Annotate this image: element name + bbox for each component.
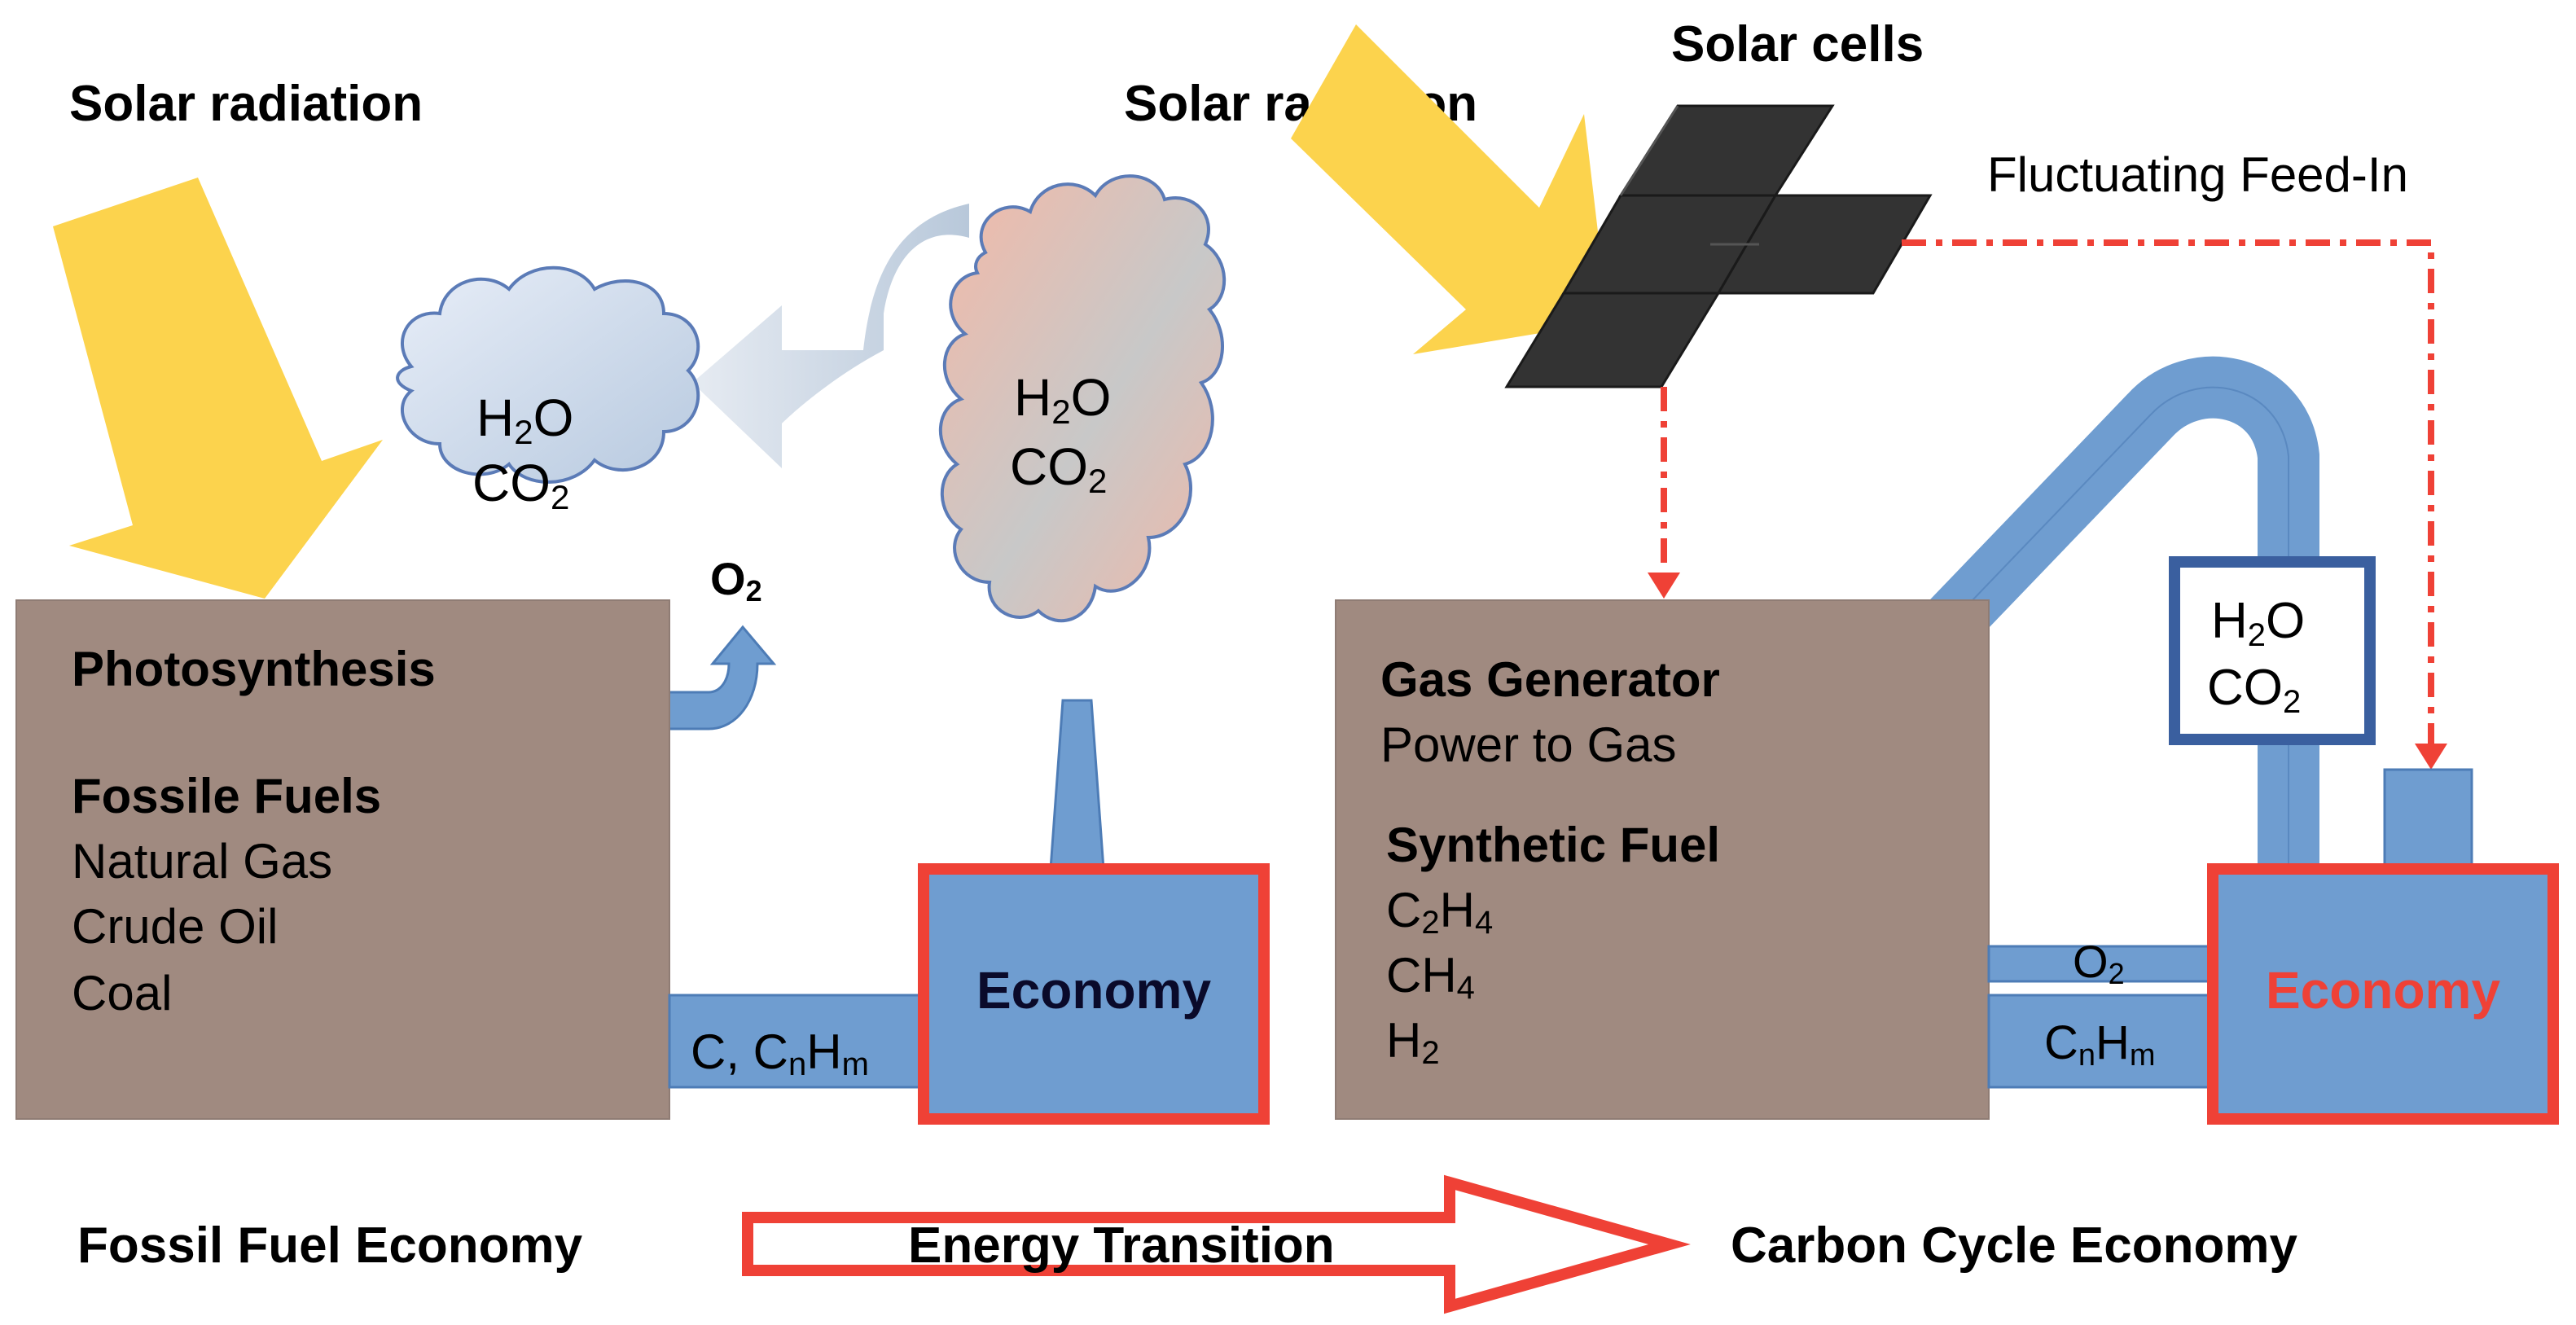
- fossil-item-crude-oil: Crude Oil: [72, 899, 278, 954]
- o2-pipe: [1987, 945, 2212, 983]
- cnhm-pipe: [1987, 994, 2212, 1089]
- right-cnhm-label: CnHm: [2044, 1016, 2156, 1073]
- h2o-co2-tank: [2169, 556, 2376, 745]
- power-to-gas-label: Power to Gas: [1380, 717, 1677, 772]
- fossil-fuel-economy-label: Fossil Fuel Economy: [77, 1218, 583, 1274]
- feed-in-line-right: [1902, 239, 2434, 745]
- fossile-fuels-heading: Fossile Fuels: [72, 769, 381, 823]
- carbon-cycle-economy-label: Carbon Cycle Economy: [1731, 1218, 2297, 1274]
- emission-h2o: H2O: [1014, 368, 1111, 431]
- synthetic-item-h2: H2: [1386, 1013, 1440, 1071]
- gas-generator-heading: Gas Generator: [1380, 652, 1720, 707]
- energy-transition-label: Energy Transition: [908, 1218, 1335, 1274]
- feed-in-arrowhead-right: [2415, 744, 2447, 770]
- o2-release-arrow: [666, 625, 777, 731]
- tank-h2o: H2O: [2211, 593, 2305, 653]
- left-o2-label: O2: [710, 553, 762, 608]
- emission-co2: CO2: [1010, 437, 1107, 500]
- atmosphere-h2o: H2O: [476, 388, 573, 451]
- synthetic-item-ch4: CH4: [1386, 948, 1475, 1006]
- left-solar-radiation-label: Solar radiation: [69, 76, 423, 132]
- solar-cells: [1504, 104, 1933, 388]
- fossil-item-coal: Coal: [72, 966, 172, 1020]
- atmosphere-cloud: H2O CO2: [396, 265, 700, 516]
- feed-in-arrowhead-down: [1648, 573, 1680, 599]
- emission-cloud: H2O CO2: [938, 174, 1227, 623]
- fossil-item-natural-gas: Natural Gas: [72, 834, 332, 888]
- feed-in-stub: [2383, 768, 2473, 869]
- co2-return-arrow: [692, 204, 969, 468]
- photosynthesis-heading: Photosynthesis: [72, 642, 436, 696]
- emission-chimney: [1049, 699, 1105, 871]
- synthetic-item-c2h4: C2H4: [1386, 883, 1493, 941]
- fluctuating-feed-in-label: Fluctuating Feed-In: [1987, 147, 2408, 202]
- return-pipe-outline: [1950, 386, 2289, 869]
- tank-co2: CO2: [2207, 660, 2301, 720]
- right-o2-label: O2: [2073, 936, 2125, 990]
- atmosphere-co2: CO2: [472, 454, 569, 516]
- solar-cells-label: Solar cells: [1671, 16, 1924, 72]
- economy-box-right: [2207, 863, 2559, 1125]
- gas-generator-box: [1335, 599, 1990, 1120]
- synthetic-fuel-heading: Synthetic Fuel: [1386, 818, 1720, 872]
- left-solar-arrow: [53, 178, 383, 599]
- economy-label-left: Economy: [976, 961, 1211, 1020]
- right-solar-arrow: [1291, 24, 1608, 354]
- photosynthesis-box: [15, 599, 670, 1120]
- economy-box-left: [918, 863, 1270, 1125]
- fuel-pipe-label: C, CnHm: [691, 1024, 869, 1082]
- energy-transition-arrow: [742, 1174, 1691, 1314]
- economy-label-right: Economy: [2266, 961, 2500, 1020]
